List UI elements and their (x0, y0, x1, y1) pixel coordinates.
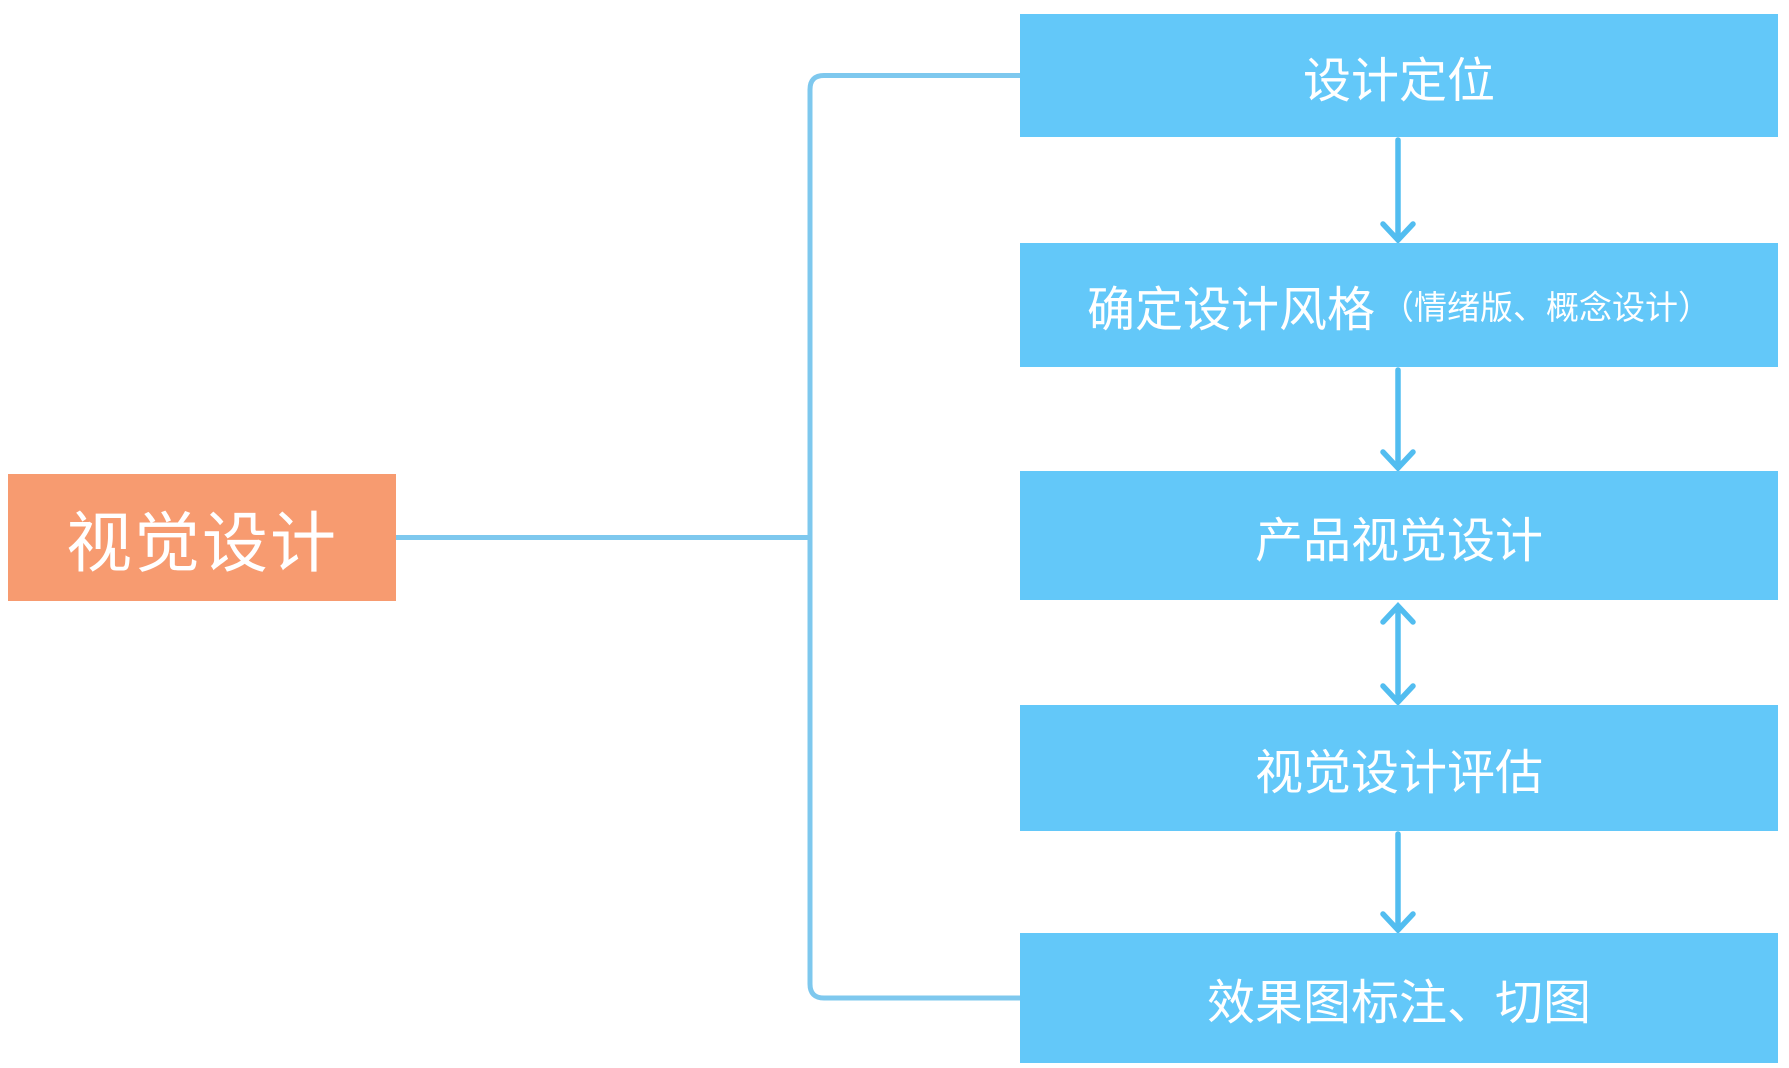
product-visual-design-node[interactable]: 产品视觉设计 (1020, 471, 1778, 600)
arrow-down-icon-1 (1380, 137, 1416, 245)
visual-design-root-node[interactable]: 视觉设计 (8, 474, 396, 601)
node-label: 效果图标注、切图 (1206, 977, 1591, 1030)
design-style-node[interactable]: 确定设计风格 （情绪版、概念设计） (1020, 243, 1778, 367)
tree-bracket-connector (807, 73, 1020, 1001)
node-label: 设计定位 (1302, 54, 1495, 108)
node-label: 确定设计风格 (1086, 284, 1375, 337)
node-label: 产品视觉设计 (1254, 514, 1543, 568)
annotation-slicing-node[interactable]: 效果图标注、切图 (1020, 933, 1778, 1063)
design-positioning-node[interactable]: 设计定位 (1020, 14, 1778, 137)
visual-design-evaluation-node[interactable]: 视觉设计评估 (1020, 705, 1778, 831)
arrow-up-down-icon (1380, 601, 1416, 707)
node-label: 视觉设计评估 (1254, 747, 1543, 800)
arrow-down-icon-3 (1380, 831, 1416, 935)
arrow-down-icon-2 (1380, 367, 1416, 473)
node-note: （情绪版、概念设计） (1381, 289, 1711, 326)
node-label: 视觉设计 (66, 505, 338, 580)
